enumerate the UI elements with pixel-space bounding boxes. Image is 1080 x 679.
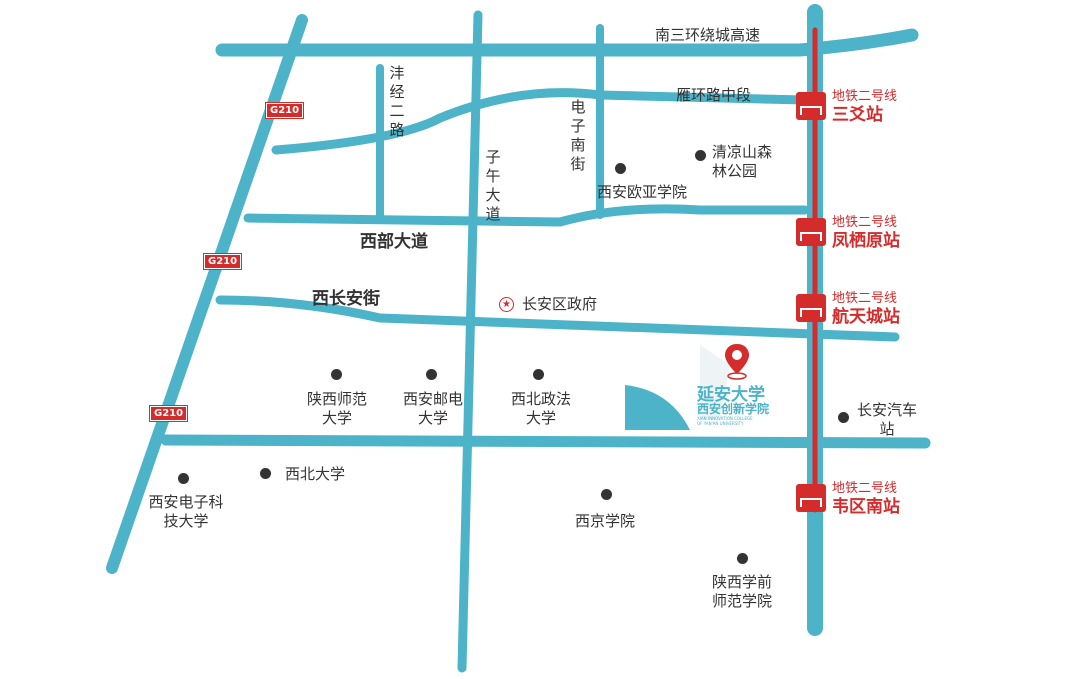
xichangan-road xyxy=(215,295,900,342)
location-pin-icon xyxy=(725,344,749,380)
station-name: 韦区南站 xyxy=(832,497,900,517)
g210-badge: G210 xyxy=(148,405,189,422)
metro-line-label: 地铁二号线 xyxy=(832,89,898,104)
metro-station-sanyao[interactable]: 地铁二号线三爻站 xyxy=(796,88,897,124)
poi-nwu[interactable]: 西北大学 xyxy=(285,465,346,483)
label-ziwu: 子午大道 xyxy=(485,148,501,223)
xibu-road xyxy=(243,204,810,227)
poi-post[interactable]: 西安邮电大学 xyxy=(402,390,463,427)
metro-icon xyxy=(796,294,826,322)
label-ring3: 南三环绕城高速 xyxy=(655,26,761,44)
g210-badge: G210 xyxy=(202,253,243,270)
poi-dot xyxy=(615,163,626,174)
poi-dot xyxy=(331,369,342,380)
logo-name: 延安大学 xyxy=(697,385,765,405)
g210-badge: G210 xyxy=(264,102,305,119)
metro-station-hangtiancheng[interactable]: 地铁二号线航天城站 xyxy=(796,290,900,326)
logo-shadow xyxy=(700,345,730,420)
label-xibu: 西部大道 xyxy=(360,232,428,252)
metro-line-label: 地铁二号线 xyxy=(832,481,898,496)
metro-line-label: 地铁二号线 xyxy=(832,291,898,306)
poi-xueqian[interactable]: 陕西学前师范学院 xyxy=(711,573,772,610)
poi-dot xyxy=(838,412,849,423)
poi-ouya[interactable]: 西安欧亚学院 xyxy=(597,183,688,201)
metro-icon xyxy=(796,218,826,246)
poi-dot xyxy=(426,369,437,380)
metro-icon xyxy=(796,92,826,120)
ziwu-road xyxy=(457,10,483,673)
station-name: 三爻站 xyxy=(832,105,883,125)
poi-qingliangshan[interactable]: 清凉山森林公园 xyxy=(712,143,773,180)
poi-dot xyxy=(695,150,706,161)
poi-dot xyxy=(533,369,544,380)
ring3-road xyxy=(215,28,919,57)
label-xichangan: 西长安街 xyxy=(312,289,380,309)
logo-en: XIAN INNOVATION COLLEGE OF YAN'AN UNIVER… xyxy=(697,416,753,426)
poi-dot xyxy=(260,468,271,479)
star-icon: ★ xyxy=(499,297,514,312)
metro-station-weiqunan[interactable]: 地铁二号线韦区南站 xyxy=(796,480,900,516)
logo-arc xyxy=(625,385,690,430)
poi-shaanxi-normal[interactable]: 陕西师范大学 xyxy=(306,390,367,427)
label-yanhuan: 雁环路中段 xyxy=(676,86,752,104)
logo-sub: 西安创新学院 xyxy=(697,402,770,416)
poi-dot xyxy=(601,489,612,500)
metro-line-label: 地铁二号线 xyxy=(832,215,898,230)
station-name: 航天城站 xyxy=(832,307,900,327)
poi-gov[interactable]: 长安区政府 xyxy=(522,295,598,313)
station-name: 凤栖原站 xyxy=(832,231,900,251)
yanhuan-road xyxy=(271,88,810,155)
poi-xidian[interactable]: 西安电子科技大学 xyxy=(148,493,224,530)
poi-bus[interactable]: 长安汽车站 xyxy=(856,401,917,438)
poi-xijing[interactable]: 西京学院 xyxy=(575,512,636,530)
metro-station-fengqiyuan[interactable]: 地铁二号线凤栖原站 xyxy=(796,214,900,250)
south-road xyxy=(160,434,931,449)
metro-icon xyxy=(796,484,826,512)
poi-dot xyxy=(737,553,748,564)
label-dianzi: 电子南街 xyxy=(570,98,586,173)
poi-dot xyxy=(178,473,189,484)
poi-law[interactable]: 西北政法大学 xyxy=(510,390,571,427)
label-fengjing: 沣经二路 xyxy=(389,64,405,139)
